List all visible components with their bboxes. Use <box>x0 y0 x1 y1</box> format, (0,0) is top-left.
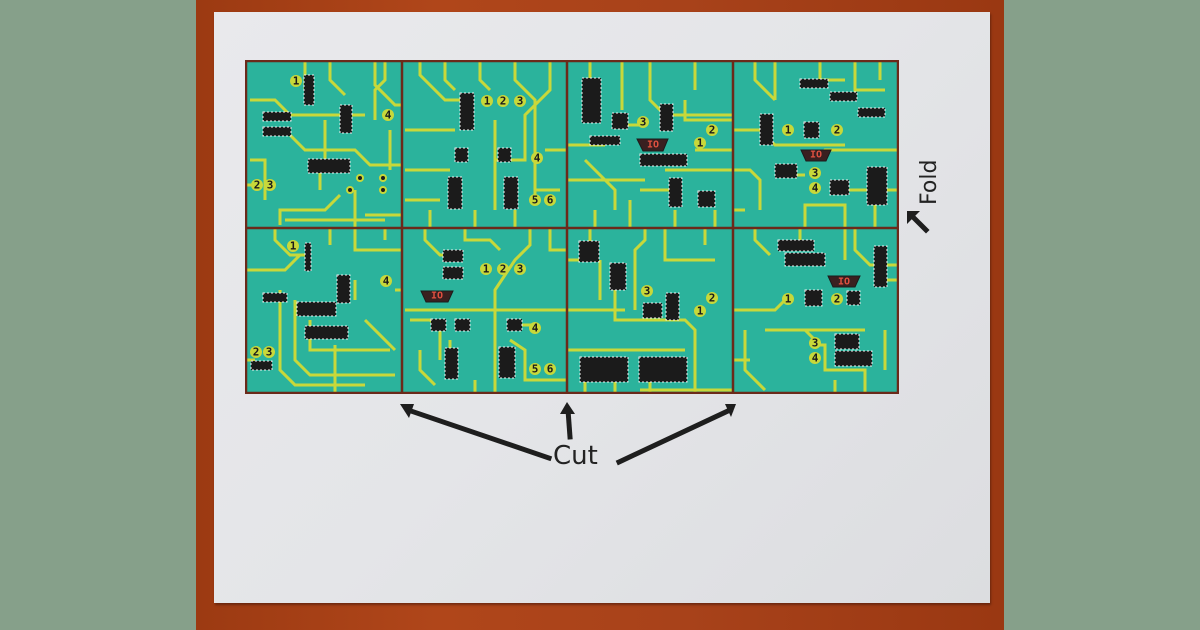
panel-r2c1: 1 4 2 3 <box>245 228 401 394</box>
svg-text:3: 3 <box>517 95 524 108</box>
svg-text:4: 4 <box>812 182 819 195</box>
svg-text:1: 1 <box>483 263 490 276</box>
panel-r1c4: IO 1 2 3 4 <box>733 60 899 227</box>
cut-arrow-right <box>615 406 734 466</box>
panel-r1c1: 1 4 2 3 <box>245 60 401 227</box>
svg-text:4: 4 <box>534 152 541 165</box>
fold-label: Fold <box>917 159 942 205</box>
cut-arrow-middle <box>565 407 573 440</box>
panel-r2c2: IO 1 2 3 4 5 6 <box>405 228 566 394</box>
svg-text:4: 4 <box>385 109 392 122</box>
fold-arrow <box>908 212 930 234</box>
svg-text:2: 2 <box>500 263 507 276</box>
svg-text:2: 2 <box>254 179 261 192</box>
svg-text:2: 2 <box>709 292 716 305</box>
svg-text:2: 2 <box>500 95 507 108</box>
svg-text:2: 2 <box>834 124 841 137</box>
svg-text:1: 1 <box>484 95 491 108</box>
panel-cut-lines <box>245 60 899 394</box>
svg-text:3: 3 <box>267 179 274 192</box>
svg-text:1: 1 <box>697 137 704 150</box>
svg-text:6: 6 <box>547 194 554 207</box>
svg-text:3: 3 <box>812 337 819 350</box>
svg-text:3: 3 <box>644 285 651 298</box>
cut-label: Cut <box>553 441 598 471</box>
svg-text:2: 2 <box>253 346 260 359</box>
svg-text:3: 3 <box>266 346 273 359</box>
svg-text:3: 3 <box>812 167 819 180</box>
svg-text:2: 2 <box>834 293 841 306</box>
panel-r1c3: IO 3 2 1 <box>567 60 732 227</box>
panel-r1c2: 1 2 3 4 5 6 <box>405 60 566 227</box>
svg-text:3: 3 <box>517 263 524 276</box>
svg-text:2: 2 <box>709 124 716 137</box>
svg-text:5: 5 <box>532 363 539 376</box>
svg-text:1: 1 <box>290 240 297 253</box>
svg-text:6: 6 <box>547 363 554 376</box>
svg-text:IO: IO <box>431 291 443 302</box>
svg-text:3: 3 <box>640 116 647 129</box>
svg-text:4: 4 <box>812 352 819 365</box>
svg-text:4: 4 <box>532 322 539 335</box>
pcb-printout: .tr { stroke:#c8d83a; stroke-width:3; fi… <box>245 60 899 394</box>
svg-text:5: 5 <box>532 194 539 207</box>
svg-text:IO: IO <box>810 150 822 161</box>
svg-text:4: 4 <box>383 275 390 288</box>
svg-text:1: 1 <box>293 75 300 88</box>
svg-text:1: 1 <box>785 293 792 306</box>
svg-text:1: 1 <box>785 124 792 137</box>
svg-text:IO: IO <box>647 140 659 151</box>
svg-text:1: 1 <box>697 305 704 318</box>
cut-arrow-left <box>404 406 553 462</box>
panel-r2c4: IO 1 2 3 4 <box>733 228 899 394</box>
panel-r2c3: 3 2 1 <box>567 228 732 394</box>
svg-text:IO: IO <box>838 277 850 288</box>
